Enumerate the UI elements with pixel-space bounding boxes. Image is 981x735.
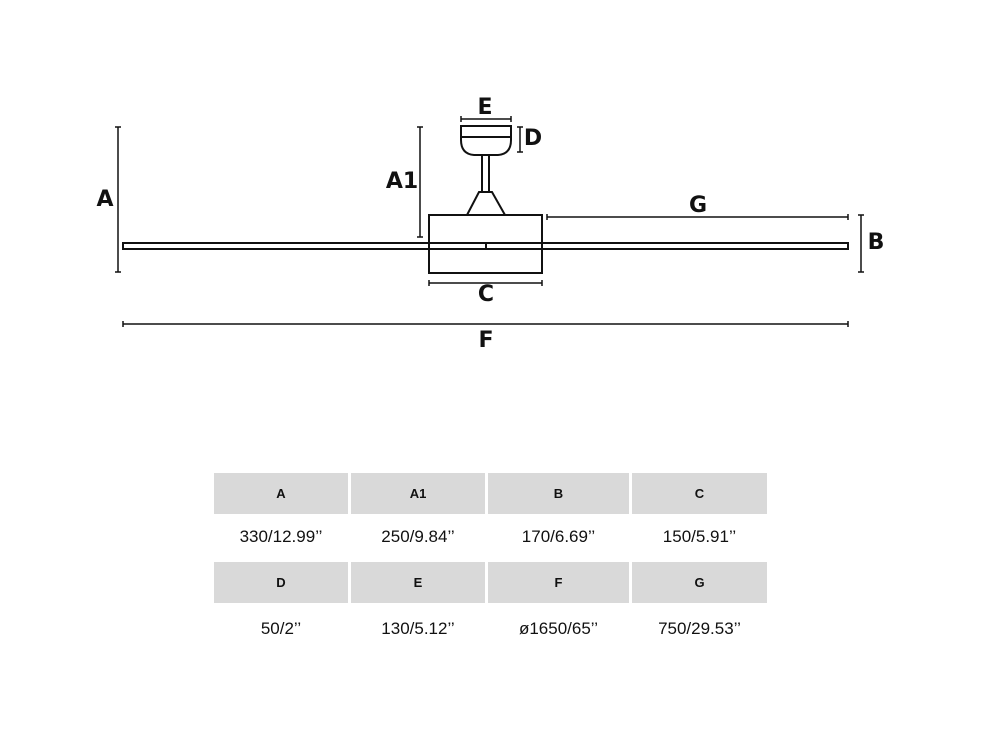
table-header: D <box>214 562 348 603</box>
dimension-lines <box>115 116 864 327</box>
label-A: A <box>96 187 113 212</box>
table-header: E <box>351 562 485 603</box>
table-value: 750/29.53’’ <box>658 619 741 638</box>
dim-D <box>517 126 523 153</box>
table-header: F <box>488 562 629 603</box>
table-value: 150/5.91’’ <box>662 527 737 546</box>
dim-F <box>122 321 849 327</box>
dim-B <box>858 214 864 273</box>
dim-A1 <box>417 126 423 238</box>
dim-A <box>115 126 121 273</box>
label-B: B <box>868 230 885 255</box>
label-C: C <box>478 282 494 307</box>
table-value: ø1650/65’’ <box>518 619 599 638</box>
table-value: 50/2’’ <box>260 619 302 638</box>
motor-cone <box>466 191 506 216</box>
label-G: G <box>689 193 707 218</box>
table-header: A <box>214 473 348 514</box>
canopy <box>460 125 512 156</box>
dim-C <box>428 280 543 286</box>
label-F: F <box>478 328 493 353</box>
downrod <box>481 154 490 193</box>
table-header: C <box>632 473 767 514</box>
table-header: G <box>632 562 767 603</box>
table-value: 170/6.69’’ <box>521 527 596 546</box>
label-A1: A1 <box>386 169 418 194</box>
table-value: 330/12.99’’ <box>239 527 323 546</box>
fan-drawing <box>122 125 849 274</box>
dim-E <box>460 116 512 122</box>
dim-G <box>546 214 849 220</box>
label-D: D <box>524 126 542 151</box>
table-header: B <box>488 473 629 514</box>
table-value: 250/9.84’’ <box>381 527 455 546</box>
fan-dimension-diagram: A A1 E D G B C F <box>96 95 885 353</box>
table-value: 130/5.12’’ <box>381 619 455 638</box>
table-header: A1 <box>351 473 485 514</box>
label-E: E <box>477 95 492 120</box>
